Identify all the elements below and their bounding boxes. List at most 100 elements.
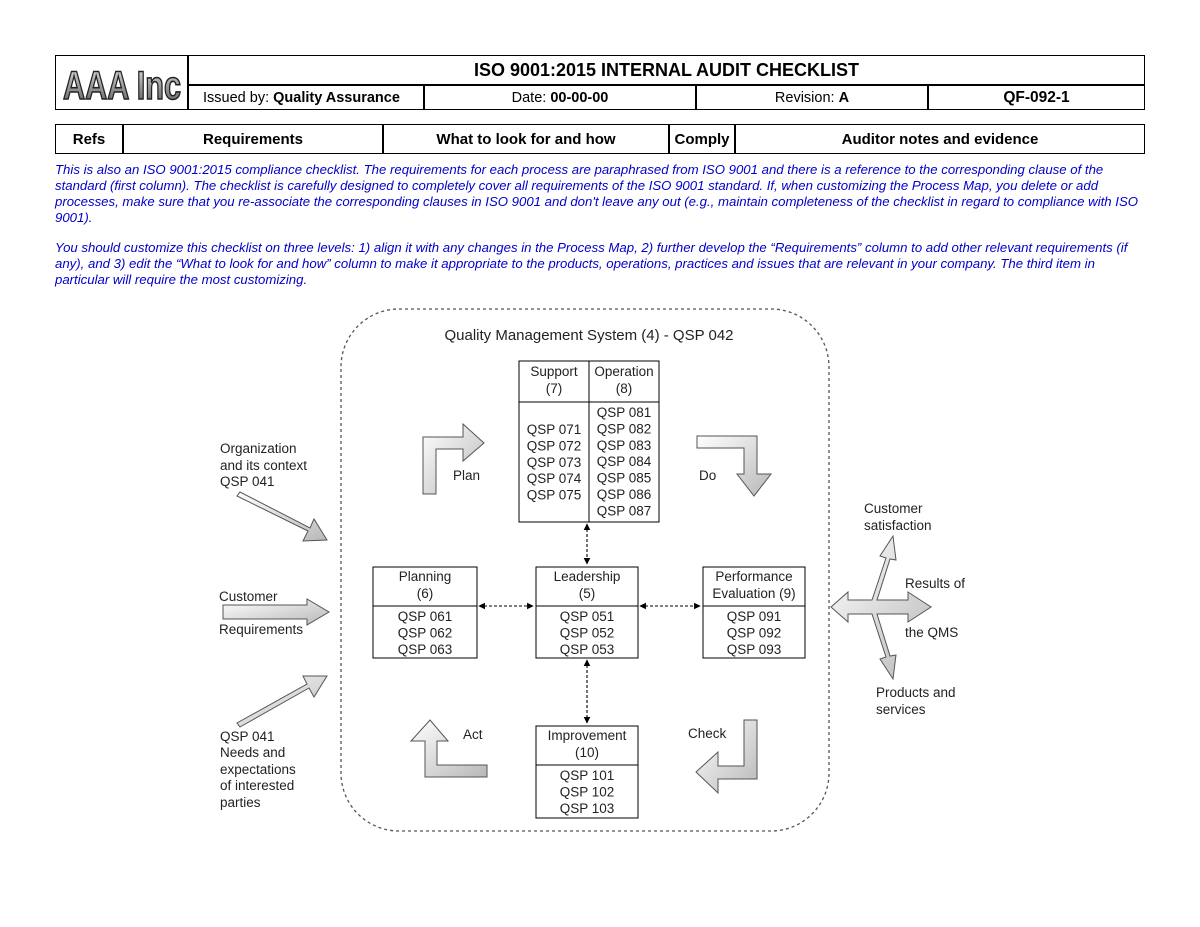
org-input-arrow-icon [236, 491, 328, 542]
qms-boundary [340, 308, 830, 832]
input-interested-line-3: expectations [220, 762, 296, 777]
input-org-line-2: and its context [220, 458, 307, 473]
issued-value: Quality Assurance [273, 89, 400, 106]
output-arrows [830, 534, 932, 681]
qms-title: Quality Management System (4) - QSP 042 [444, 327, 733, 344]
planning-title: Planning [399, 569, 452, 584]
improvement-item: QSP 102 [560, 784, 615, 799]
logo-cell: AAA Inc [55, 55, 188, 110]
planning-item: QSP 061 [398, 609, 453, 624]
input-interested-line-5: parties [220, 795, 261, 810]
operation-item: QSP 084 [597, 454, 652, 469]
issued-by-field: Issued by: Quality Assurance [188, 85, 424, 110]
operation-item: QSP 087 [597, 503, 652, 518]
planning-number: (6) [417, 586, 434, 601]
support-number: (7) [546, 381, 563, 396]
support-item: QSP 071 [527, 422, 582, 437]
issued-label: Issued by: [203, 89, 270, 106]
act-label: Act [463, 727, 483, 742]
performance-title: Performance [715, 569, 792, 584]
operation-item: QSP 086 [597, 487, 652, 502]
revision-label: Revision: [774, 89, 835, 106]
form-code: QF-092-1 [928, 85, 1145, 110]
instruction-note-2: You should customize this checklist on t… [55, 240, 1128, 287]
form-code-text: QF-092-1 [1003, 88, 1070, 106]
date-label: Date: [511, 89, 547, 106]
performance-item: QSP 092 [727, 625, 782, 640]
output-arrows-icon [830, 534, 932, 681]
logo-text: AAA Inc [63, 64, 181, 107]
check-arrow-icon [695, 719, 758, 795]
operation-item: QSP 085 [597, 471, 652, 486]
improvement-title: Improvement [548, 728, 627, 743]
support-item: QSP 075 [527, 488, 582, 503]
support-title: Support [530, 364, 578, 379]
support-item: QSP 073 [527, 455, 582, 470]
column-header-requirements: Requirements [123, 124, 383, 154]
interested-input-arrow-icon [236, 675, 328, 728]
input-org-line-1: Organization [220, 441, 297, 456]
input-interested-line-1: QSP 041 [220, 729, 275, 744]
performance-item: QSP 093 [727, 642, 782, 657]
input-arrows [222, 491, 330, 728]
input-customer-line-1: Customer [219, 589, 278, 604]
leadership-item: QSP 052 [560, 625, 615, 640]
improvement-number: (10) [575, 745, 599, 760]
date-value: 00-00-00 [550, 89, 609, 106]
input-customer-line-2: Requirements [219, 622, 303, 637]
customer-input-arrow-icon [222, 598, 330, 626]
performance-number: Evaluation (9) [712, 586, 795, 601]
output-products-line-1: Products and [876, 685, 956, 700]
pdca-arrows [409, 422, 773, 795]
support-item: QSP 072 [527, 438, 582, 453]
column-header-comply: Comply [669, 124, 735, 154]
operation-title: Operation [594, 364, 653, 379]
revision-field: Revision: A [696, 85, 928, 110]
date-field: Date: 00-00-00 [424, 85, 696, 110]
operation-item: QSP 081 [597, 405, 652, 420]
operation-item: QSP 083 [597, 438, 652, 453]
output-results-line-2: the QMS [905, 625, 958, 640]
output-satisfaction-line-2: satisfaction [864, 518, 932, 533]
leadership-title: Leadership [554, 569, 621, 584]
check-label: Check [688, 726, 727, 741]
act-arrow-icon [409, 719, 488, 778]
operation-item: QSP 082 [597, 421, 652, 436]
column-header-auditor-notes: Auditor notes and evidence [735, 124, 1145, 154]
plan-arrow-icon [422, 422, 485, 495]
improvement-item: QSP 101 [560, 768, 615, 783]
plan-label: Plan [453, 468, 480, 483]
leadership-item: QSP 053 [560, 642, 615, 657]
dotted-connectors [478, 523, 701, 724]
planning-item: QSP 063 [398, 642, 453, 657]
document-title: ISO 9001:2015 INTERNAL AUDIT CHECKLIST [188, 55, 1145, 85]
do-arrow-icon [696, 435, 773, 497]
output-satisfaction-line-1: Customer [864, 501, 923, 516]
performance-item: QSP 091 [727, 609, 782, 624]
leadership-number: (5) [579, 586, 596, 601]
input-org-line-3: QSP 041 [220, 474, 275, 489]
leadership-item: QSP 051 [560, 609, 615, 624]
column-header-refs: Refs [55, 124, 123, 154]
output-products-line-2: services [876, 702, 926, 717]
output-results-line-1: Results of [905, 576, 965, 591]
company-logo: AAA Inc [62, 63, 182, 107]
title-text: ISO 9001:2015 INTERNAL AUDIT CHECKLIST [473, 59, 860, 80]
do-label: Do [699, 468, 716, 483]
revision-value: A [838, 89, 850, 106]
instruction-note-1: This is also an ISO 9001:2015 compliance… [55, 162, 1139, 225]
input-interested-line-4: of interested [220, 778, 294, 793]
support-item: QSP 074 [527, 471, 582, 486]
planning-item: QSP 062 [398, 625, 453, 640]
